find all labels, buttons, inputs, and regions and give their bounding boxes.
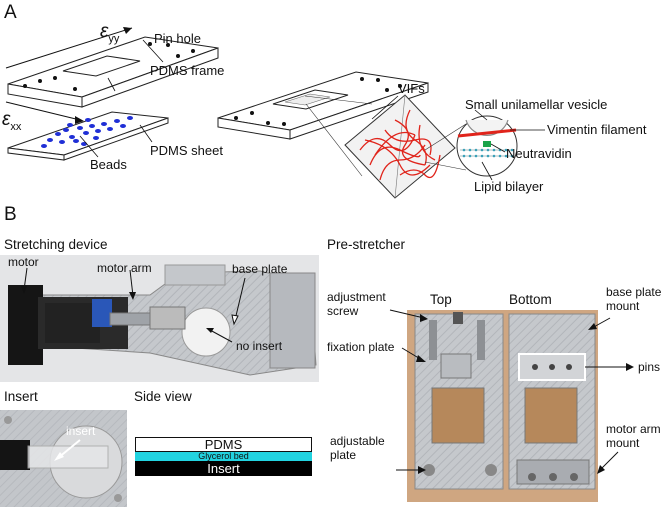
motor-label: motor	[8, 255, 39, 269]
side-view-layer-insert: Insert	[135, 461, 312, 476]
no-insert-label: no insert	[236, 339, 283, 353]
side-view-layer-glycerol-label: Glycerol bed	[198, 451, 249, 461]
insert-photo	[0, 410, 127, 507]
assembled-frame-drawing	[217, 71, 429, 177]
fixation-plate-label: fixation plate	[327, 340, 395, 354]
eps-yy-label: εyy	[100, 21, 120, 45]
pdms-sheet-label: PDMS sheet	[150, 143, 223, 158]
insert-title: Insert	[4, 389, 38, 404]
pdms-sheet-drawing	[7, 111, 169, 161]
stretching-device-photo	[0, 255, 319, 382]
side-view-layer-insert-label: Insert	[207, 461, 240, 476]
neutravidin-label: Neutravidin	[506, 146, 572, 161]
bilayer-zoom-drawing	[456, 109, 545, 181]
side-view-layer-pdms: PDMS	[135, 437, 312, 452]
eps-xx-label: εxx	[2, 109, 22, 133]
stretching-device-title: Stretching device	[4, 237, 108, 252]
panel-b-letter: B	[4, 204, 17, 225]
pre-stretcher-title: Pre-stretcher	[327, 237, 406, 252]
panel-a-letter: A	[4, 2, 17, 23]
side-view-layer-glycerol: Glycerol bed	[135, 452, 312, 461]
side-view-layer-pdms-label: PDMS	[204, 437, 243, 452]
base-plate-label: base plate	[232, 262, 288, 276]
bottom-label: Bottom	[509, 292, 552, 307]
vimentin-label: Vimentin filament	[547, 122, 647, 137]
lipid-bilayer-label: Lipid bilayer	[474, 179, 544, 194]
pins-label: pins	[638, 360, 661, 374]
pin-hole-label: Pin hole	[154, 31, 201, 46]
suv-label: Small unilamellar vesicle	[465, 97, 608, 112]
vifs-label: VIFs	[398, 81, 425, 96]
pre-stretcher-photo	[407, 310, 598, 502]
pdms-frame-drawing	[7, 36, 219, 108]
insert-photo-label: insert	[66, 424, 96, 438]
motor-arm-label: motor arm	[97, 261, 152, 275]
vif-pyramid-drawing	[344, 94, 467, 199]
beads-label: Beads	[90, 157, 127, 172]
top-label: Top	[430, 292, 452, 307]
pdms-frame-label: PDMS frame	[150, 63, 225, 78]
side-view-title: Side view	[134, 389, 192, 404]
